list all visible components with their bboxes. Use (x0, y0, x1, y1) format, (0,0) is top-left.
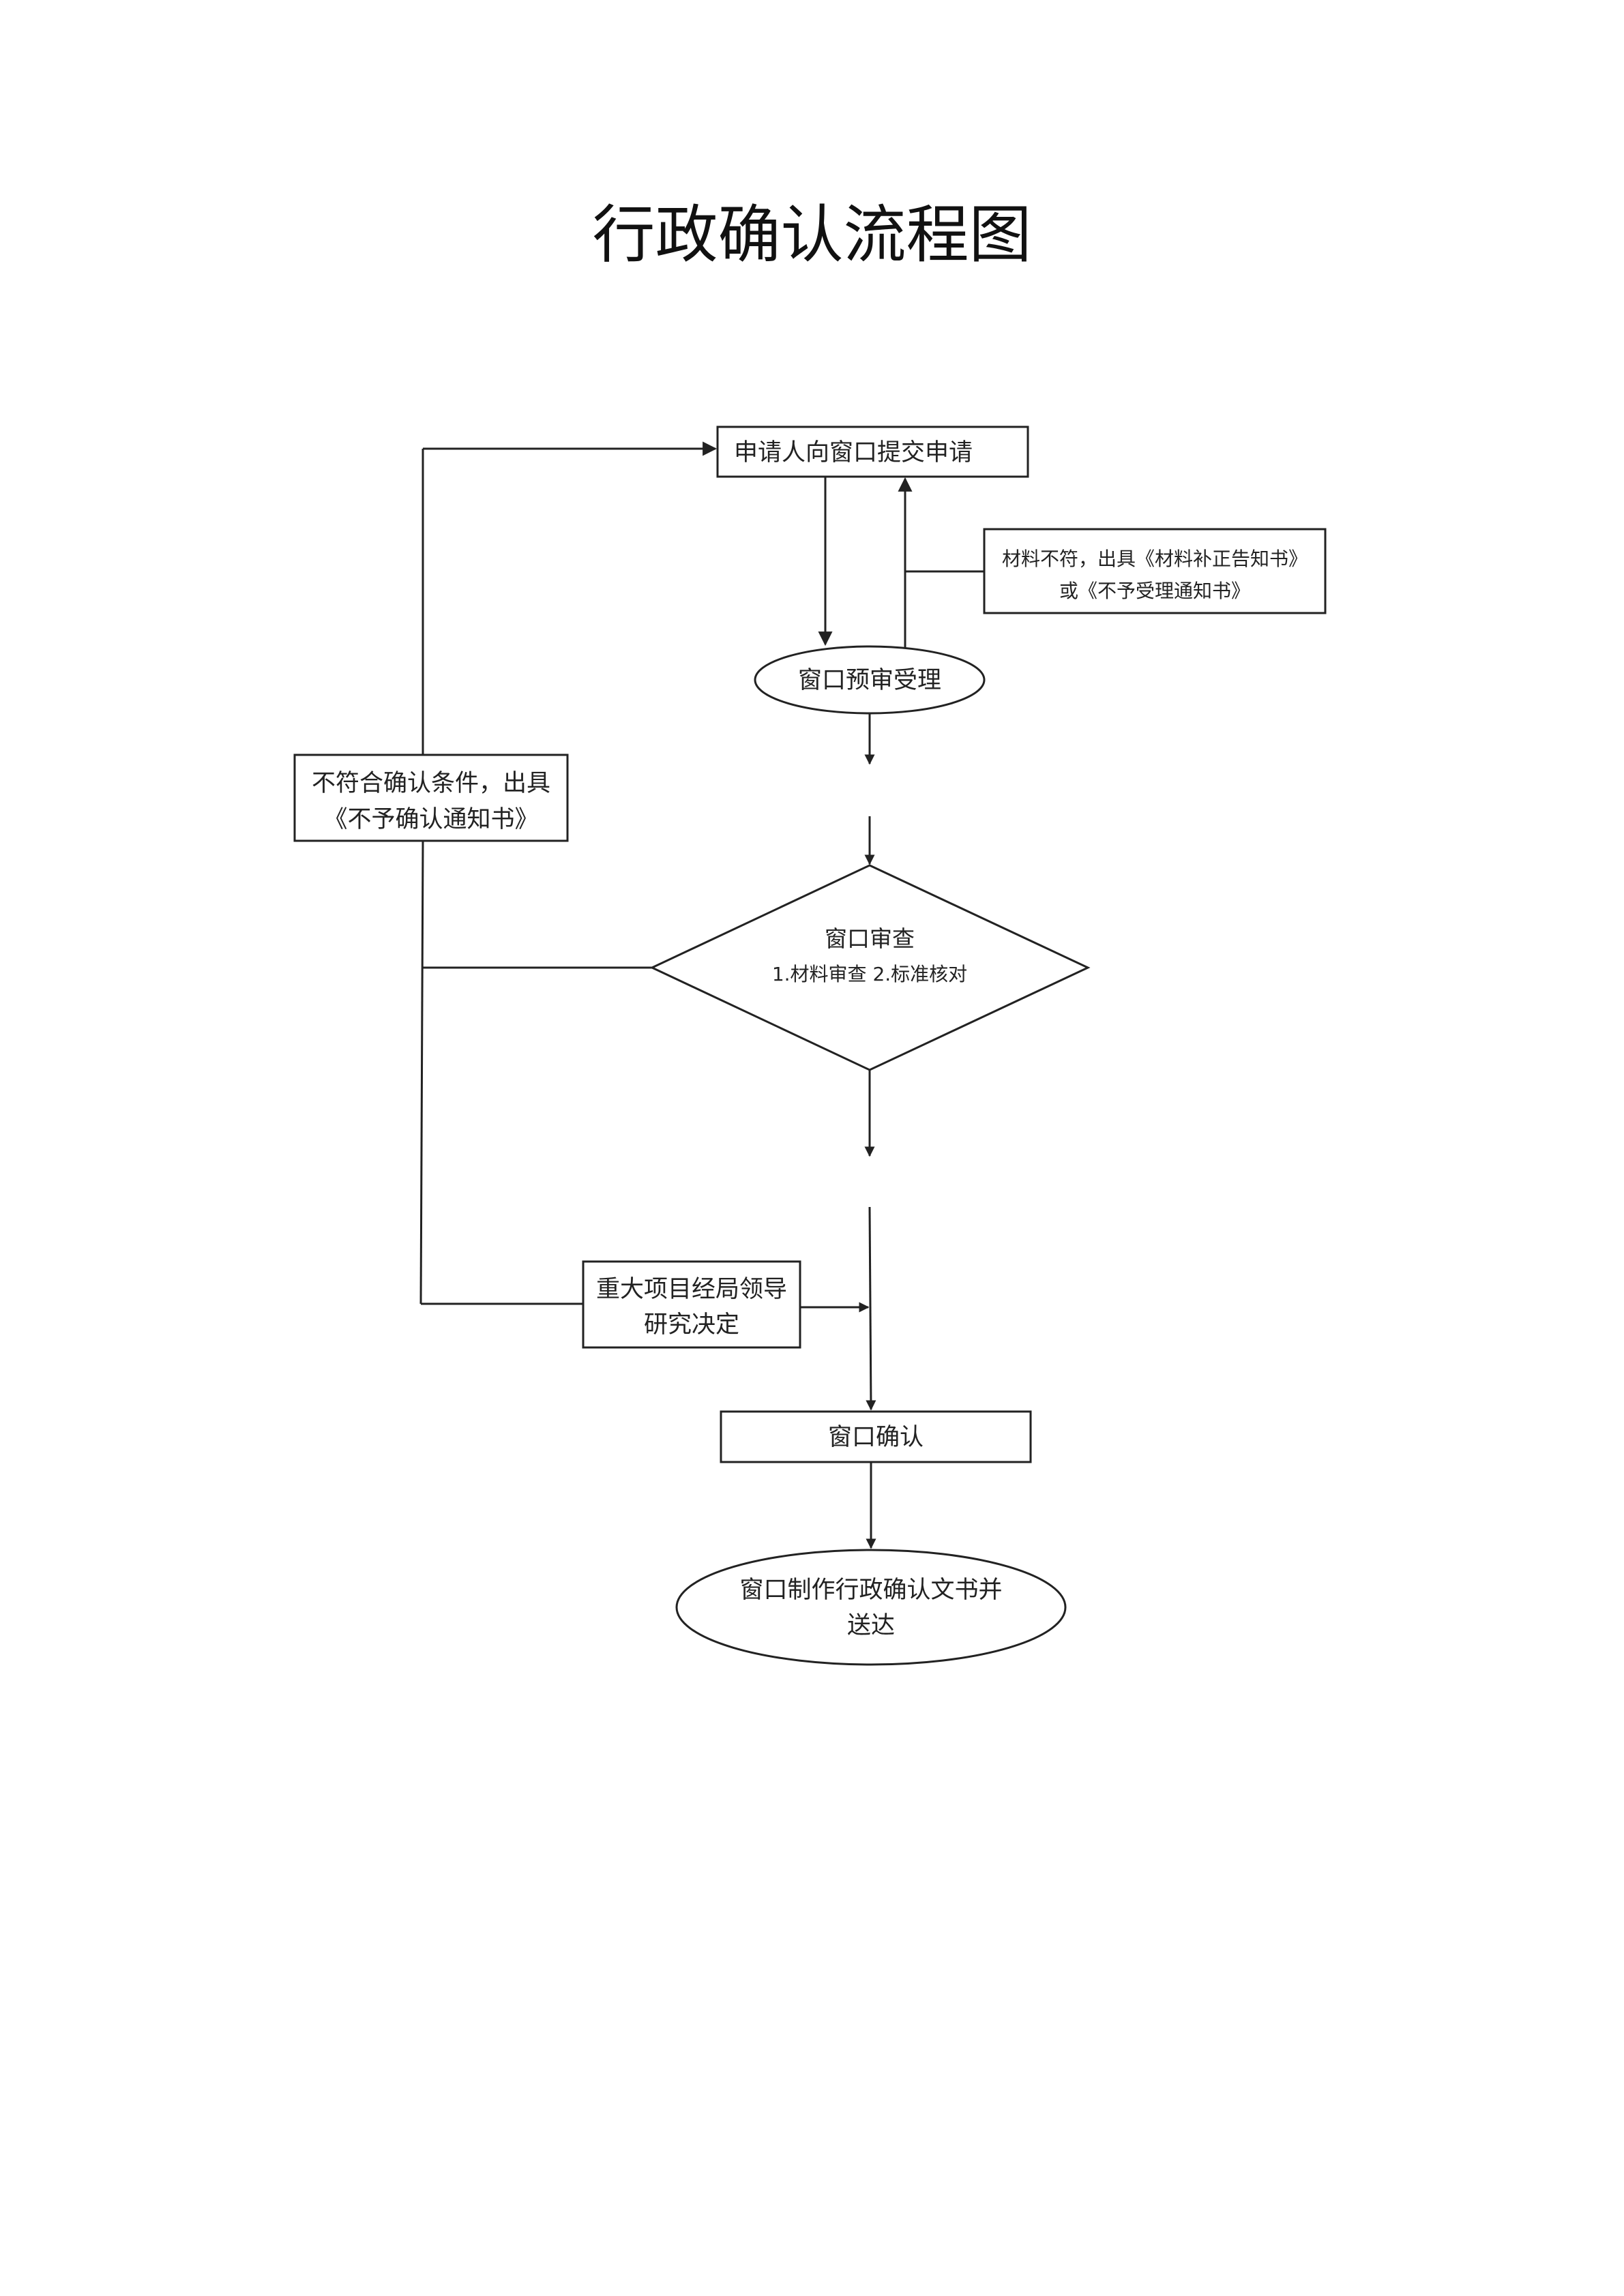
arrow-into-confirm (866, 1206, 876, 1411)
pre-review-label: 窗口预审受理 (798, 667, 941, 694)
reject-label-line2: 《不予确认通知书》 (323, 806, 538, 833)
leader-label-line2: 研究决定 (644, 1311, 739, 1339)
deliver-label-line2: 送达 (847, 1612, 895, 1639)
reject-box (293, 754, 569, 842)
page-title: 行政确认流程图 (592, 198, 1032, 271)
confirm-label: 窗口确认 (828, 1424, 924, 1451)
confirm-box (720, 1410, 1032, 1463)
submit-box (716, 426, 1029, 478)
leader-label-line1: 重大项目经局领导 (596, 1276, 787, 1303)
deliver-label-line1: 窗口制作行政确认文书并 (739, 1577, 1002, 1604)
deliver-ellipse (675, 1549, 1067, 1666)
notice-box (983, 528, 1327, 614)
notice-label-line2: 或《不予受理通知书》 (1059, 580, 1250, 602)
leader-box (582, 1260, 801, 1349)
notice-label-line1: 材料不符，出具《材料补正告知书》 (1002, 548, 1308, 570)
submit-label: 申请人向窗口提交申请 (734, 439, 973, 466)
review-title: 窗口审查 (825, 925, 915, 952)
review-subtitle: 1.材料审查 2.标准核对 (772, 963, 967, 985)
connector-left-vertical-lower (419, 840, 424, 1304)
reject-label-line1: 不符合确认条件，出具 (312, 770, 550, 797)
